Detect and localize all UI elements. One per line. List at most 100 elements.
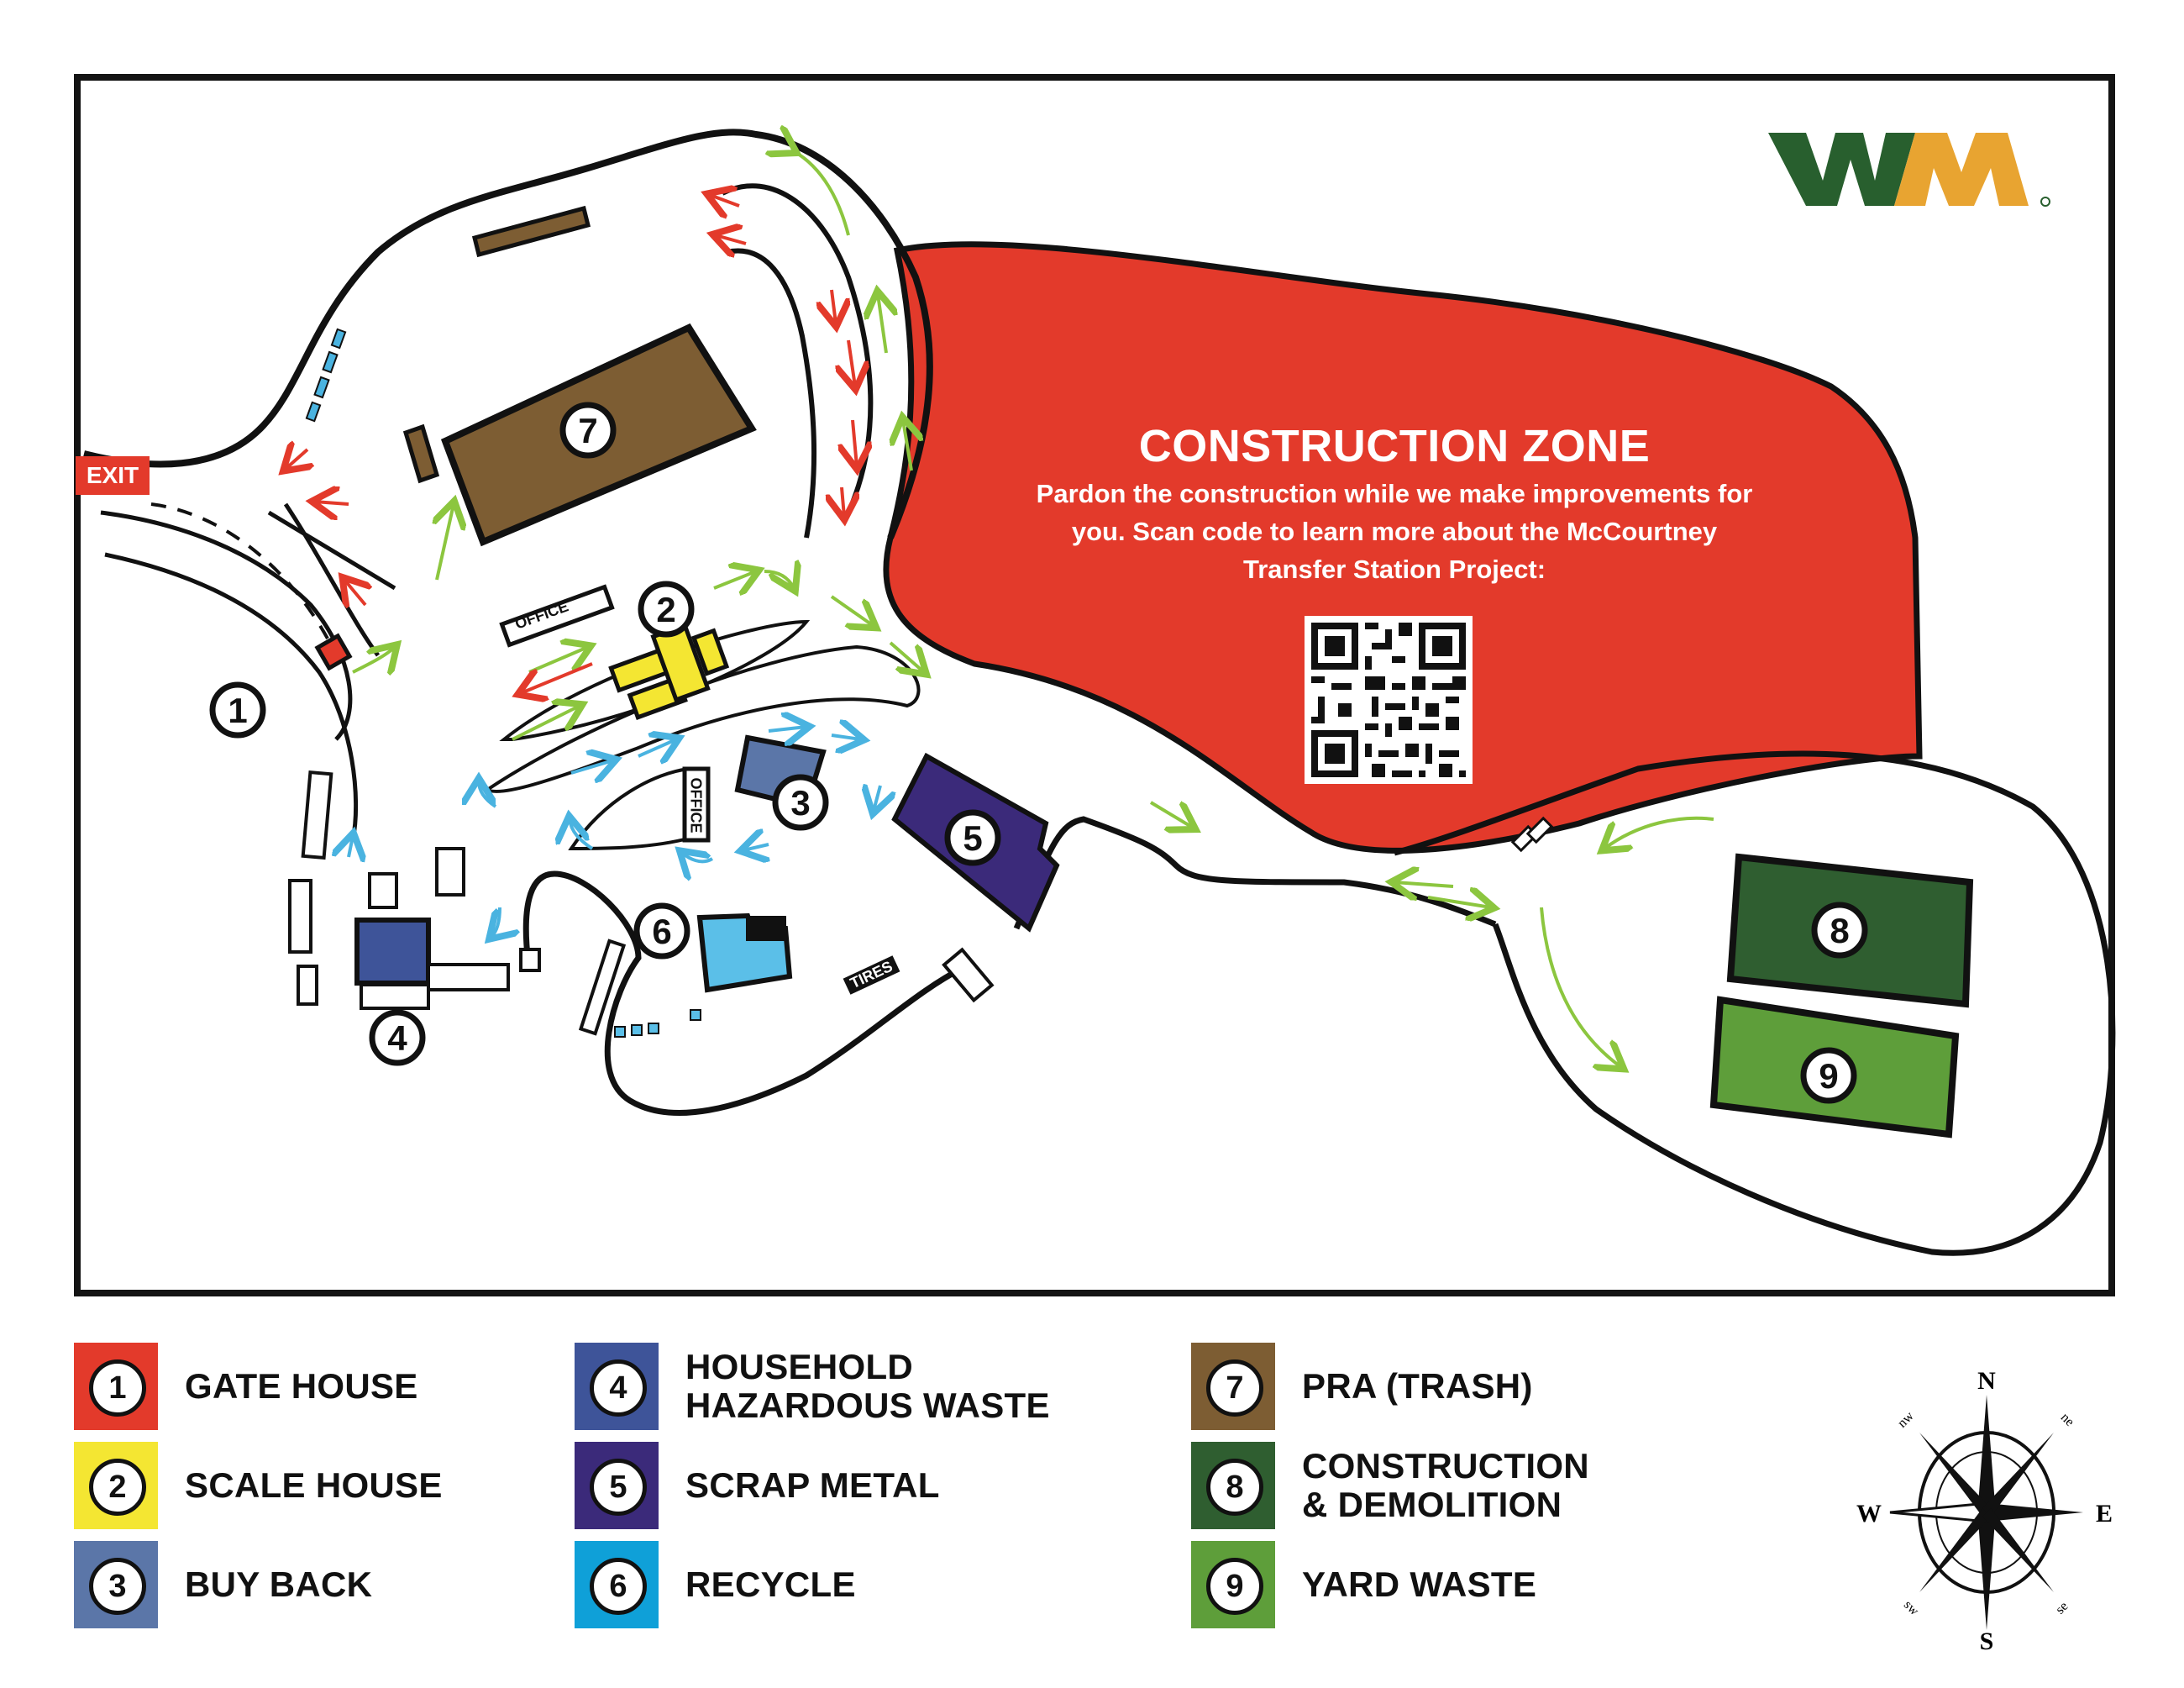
storage-unit (368, 872, 398, 909)
construction-zone-message: Pardon the construction while we make im… (1036, 479, 1753, 584)
recycle-bin (631, 1024, 643, 1036)
legend-label: PRA (TRASH) (1302, 1366, 1533, 1406)
building-household-hazardous-waste (354, 918, 431, 986)
svg-text:8: 8 (1830, 911, 1849, 950)
road-outline-south-loop (522, 870, 968, 1116)
legend-label: HOUSEHOLD HAZARDOUS WASTE (685, 1347, 1050, 1425)
legend-item-construction-demolition: 8 CONSTRUCTION & DEMOLITION (1191, 1442, 1589, 1529)
compass-nw-label: nw (1895, 1409, 1917, 1431)
traffic-arrows-loop (349, 727, 880, 937)
scale-house-building (608, 622, 730, 720)
legend: 1 GATE HOUSE 2 SCALE HOUSE 3 BUY BACK 4 … (74, 1343, 1754, 1645)
legend-number: 7 (1206, 1359, 1263, 1417)
legend-label: BUY BACK (185, 1564, 373, 1604)
legend-swatch: 6 (575, 1541, 659, 1628)
compass-sw-label: sw (1901, 1598, 1922, 1619)
svg-text:2: 2 (656, 590, 675, 629)
legend-swatch: 3 (74, 1541, 158, 1628)
legend-swatch: 5 (575, 1442, 659, 1529)
sign-post (1525, 816, 1554, 844)
storage-unit (288, 879, 312, 954)
map-marker-3: 3 (772, 774, 829, 831)
legend-label: YARD WASTE (1302, 1564, 1537, 1604)
map-marker-2: 2 (638, 581, 695, 638)
road-outline-north (83, 129, 933, 539)
svg-text:3: 3 (790, 783, 810, 823)
map-marker-7: 7 (559, 402, 617, 459)
legend-number: 5 (590, 1459, 647, 1516)
recycle-bin (648, 1023, 659, 1034)
storage-unit (297, 965, 318, 1006)
hhw-annex (427, 963, 510, 991)
gate-house-building (314, 633, 353, 671)
compass-south-label: S (1980, 1628, 1994, 1651)
office-label: OFFICE (687, 777, 705, 833)
legend-number: 9 (1206, 1558, 1263, 1615)
compass-ne-label: ne (2058, 1410, 2077, 1429)
bin (313, 376, 330, 399)
entrance-lane (104, 552, 359, 841)
legend-item-household-hazardous-waste: 4 HOUSEHOLD HAZARDOUS WASTE (575, 1343, 1050, 1430)
map-marker-1: 1 (209, 681, 266, 739)
recycle-bin-row (578, 939, 627, 1036)
entrance-lane (267, 510, 396, 591)
recycle-dark-section (746, 916, 786, 941)
legend-label: SCRAP METAL (685, 1465, 940, 1505)
hhw-annex (360, 983, 430, 1010)
compass-north-label: N (1977, 1367, 1996, 1395)
legend-label: CONSTRUCTION & DEMOLITION (1302, 1446, 1589, 1524)
legend-number: 3 (89, 1558, 146, 1615)
legend-item-pra-trash: 7 PRA (TRASH) (1191, 1343, 1533, 1430)
legend-item-scrap-metal: 5 SCRAP METAL (575, 1442, 940, 1529)
svg-text:7: 7 (578, 411, 597, 450)
legend-number: 4 (590, 1359, 647, 1417)
recycle-bin (690, 1009, 701, 1021)
map-marker-4: 4 (369, 1009, 426, 1066)
svg-text:9: 9 (1819, 1056, 1838, 1096)
traffic-arrows-inbound (352, 151, 1714, 1067)
recycle-bin (614, 1026, 626, 1038)
road-outline-east-loop (1394, 750, 2116, 1256)
map-marker-8: 8 (1811, 902, 1868, 959)
legend-number: 2 (89, 1459, 146, 1516)
legend-swatch: 8 (1191, 1442, 1275, 1529)
compass-se-label: se (2053, 1599, 2071, 1617)
legend-item-gate-house: 1 GATE HOUSE (74, 1343, 418, 1430)
storage-unit (301, 770, 333, 860)
map-markers: 1 2 3 4 5 6 7 8 9 (209, 402, 1868, 1104)
map-marker-5: 5 (944, 809, 1001, 866)
compass-west-label: W (1856, 1500, 1882, 1528)
legend-item-recycle: 6 RECYCLE (575, 1541, 856, 1628)
legend-number: 8 (1206, 1459, 1263, 1516)
wm-logo (1768, 133, 2050, 207)
svg-text:6: 6 (652, 912, 671, 951)
traffic-arrows-outbound (286, 195, 857, 693)
svg-text:4: 4 (387, 1018, 407, 1058)
compass-east-label: E (2096, 1500, 2113, 1528)
svg-text:5: 5 (963, 818, 982, 858)
compass-rose-icon: N S W E nw ne sw se (1856, 1367, 2113, 1651)
legend-swatch: 9 (1191, 1541, 1275, 1628)
construction-zone-area (883, 241, 1923, 854)
bin (330, 328, 347, 350)
bin (305, 401, 322, 423)
legend-swatch: 4 (575, 1343, 659, 1430)
svg-text:1: 1 (228, 691, 247, 730)
qr-code[interactable] (1305, 616, 1473, 784)
legend-number: 1 (89, 1359, 146, 1417)
pra-north-bin (471, 205, 591, 258)
pra-annex (402, 423, 440, 484)
legend-swatch: 2 (74, 1442, 158, 1529)
legend-swatch: 1 (74, 1343, 158, 1430)
office-building (499, 584, 615, 648)
entrance-lane-divider (150, 502, 329, 639)
tire-bin (942, 947, 995, 1003)
legend-number: 6 (590, 1558, 647, 1615)
legend-item-scale-house: 2 SCALE HOUSE (74, 1442, 443, 1529)
legend-item-buy-back: 3 BUY BACK (74, 1541, 372, 1628)
legend-label: GATE HOUSE (185, 1366, 418, 1406)
legend-swatch: 7 (1191, 1343, 1275, 1430)
storage-unit (519, 948, 541, 972)
legend-label: SCALE HOUSE (185, 1465, 443, 1505)
